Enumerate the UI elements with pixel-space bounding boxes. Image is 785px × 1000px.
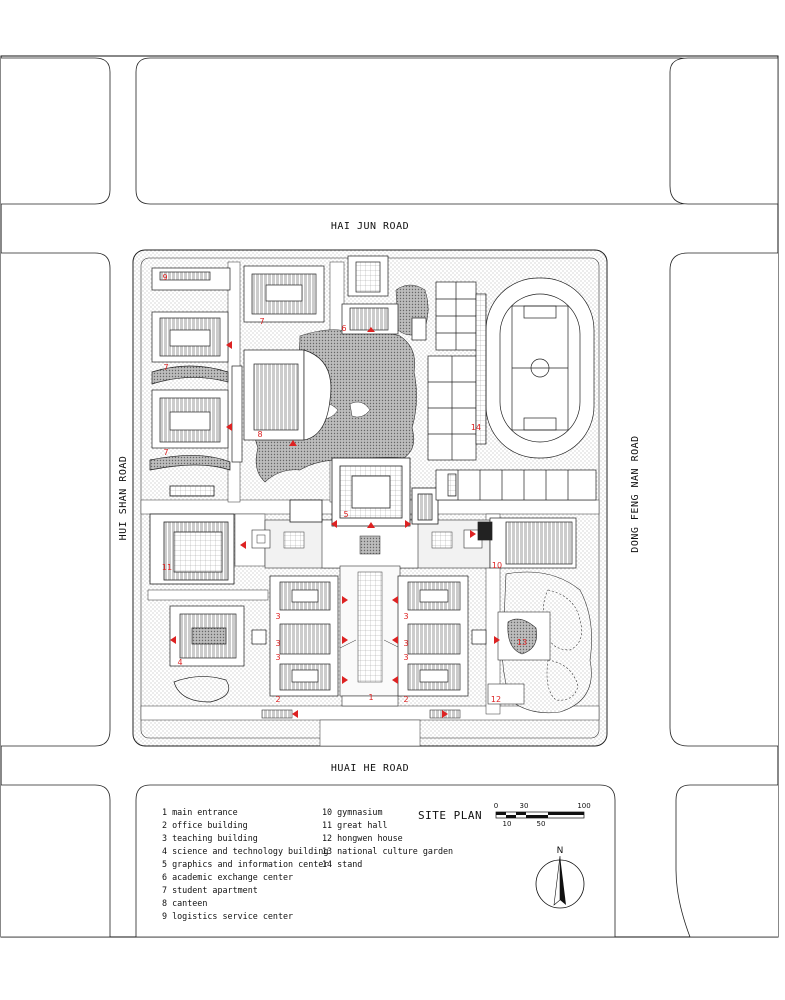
teaching-buildings-east — [397, 575, 487, 697]
gymnasium — [477, 517, 577, 569]
marker-great-hall: 11 — [162, 563, 172, 572]
legend-item: 5 graphics and information center — [162, 859, 328, 869]
legend-item: 13 national culture garden — [322, 846, 453, 856]
marker-national-culture-garden: 13 — [517, 638, 527, 647]
marker-teaching-building: 3 — [275, 639, 280, 648]
legend-item: 4 science and technology building — [162, 846, 328, 856]
marker-main-entrance: 1 — [368, 693, 373, 702]
scale-label: 30 — [520, 802, 529, 810]
legend-item: 8 canteen — [162, 898, 207, 908]
marker-teaching-building: 3 — [275, 653, 280, 662]
marker-teaching-building: 3 — [403, 612, 408, 621]
scale-bar: 0 30 100 10 50 — [494, 802, 591, 828]
marker-office-building: 2 — [275, 695, 280, 704]
legend-item: 10 gymnasium — [322, 807, 383, 817]
scale-label: 100 — [577, 802, 590, 810]
road-label-east: DONG FENG NAN ROAD — [630, 435, 641, 552]
marker-graphics-information: 5 — [343, 510, 348, 519]
road-label-north: HAI JUN ROAD — [331, 221, 409, 232]
north-label: N — [557, 846, 564, 856]
legend-right: 10 gymnasium 11 great hall 12 hongwen ho… — [322, 807, 453, 869]
marker-logistics-service: 9 — [162, 273, 167, 282]
marker-office-building: 2 — [403, 695, 408, 704]
teaching-buildings-west — [269, 575, 339, 697]
road-label-south: HUAI HE ROAD — [331, 763, 409, 774]
graphics-information-center — [289, 457, 439, 527]
central-plaza — [251, 519, 491, 697]
road-label-west: HUI SHAN ROAD — [118, 456, 129, 541]
scale-label: 10 — [503, 820, 512, 828]
legend-item: 9 logistics service center — [162, 911, 293, 921]
legend-left: 1 main entrance 2 office building 3 teac… — [162, 807, 328, 921]
marker-student-apartment: 7 — [259, 317, 264, 326]
marker-teaching-building: 3 — [403, 653, 408, 662]
plan-title: SITE PLAN — [418, 809, 482, 822]
student-apartments — [149, 265, 325, 471]
national-culture-garden — [487, 571, 592, 714]
scale-label: 0 — [494, 802, 498, 810]
legend-item: 14 stand — [322, 859, 362, 869]
north-arrow: N — [535, 846, 585, 909]
marker-student-apartment: 7 — [163, 448, 168, 457]
science-technology-building — [169, 605, 267, 703]
marker-canteen: 8 — [257, 430, 262, 439]
legend-item: 11 great hall — [322, 820, 388, 830]
marker-teaching-building: 3 — [275, 612, 280, 621]
city-blocks — [1, 57, 779, 938]
building-markers: 1 2 2 3 3 3 3 3 3 4 5 6 7 7 7 8 9 10 11 … — [162, 273, 527, 704]
marker-hongwen-house: 12 — [491, 695, 501, 704]
marker-stand: 14 — [471, 423, 481, 432]
marker-student-apartment: 7 — [163, 363, 168, 372]
scale-label: 50 — [537, 820, 546, 828]
legend-item: 12 hongwen house — [322, 833, 403, 843]
canteen — [231, 349, 332, 463]
sports-area — [427, 277, 597, 501]
legend-item: 2 office building — [162, 820, 248, 830]
legend-item: 1 main entrance — [162, 807, 238, 817]
legend-item: 3 teaching building — [162, 833, 258, 843]
great-hall — [149, 485, 235, 585]
marker-science-technology: 4 — [177, 658, 182, 667]
entrance-arrows — [170, 327, 500, 718]
marker-academic-exchange: 6 — [341, 324, 346, 333]
marker-teaching-building: 3 — [403, 639, 408, 648]
legend-item: 6 academic exchange center — [162, 872, 293, 882]
marker-gymnasium: 10 — [492, 561, 502, 570]
legend-item: 7 student apartment — [162, 885, 258, 895]
